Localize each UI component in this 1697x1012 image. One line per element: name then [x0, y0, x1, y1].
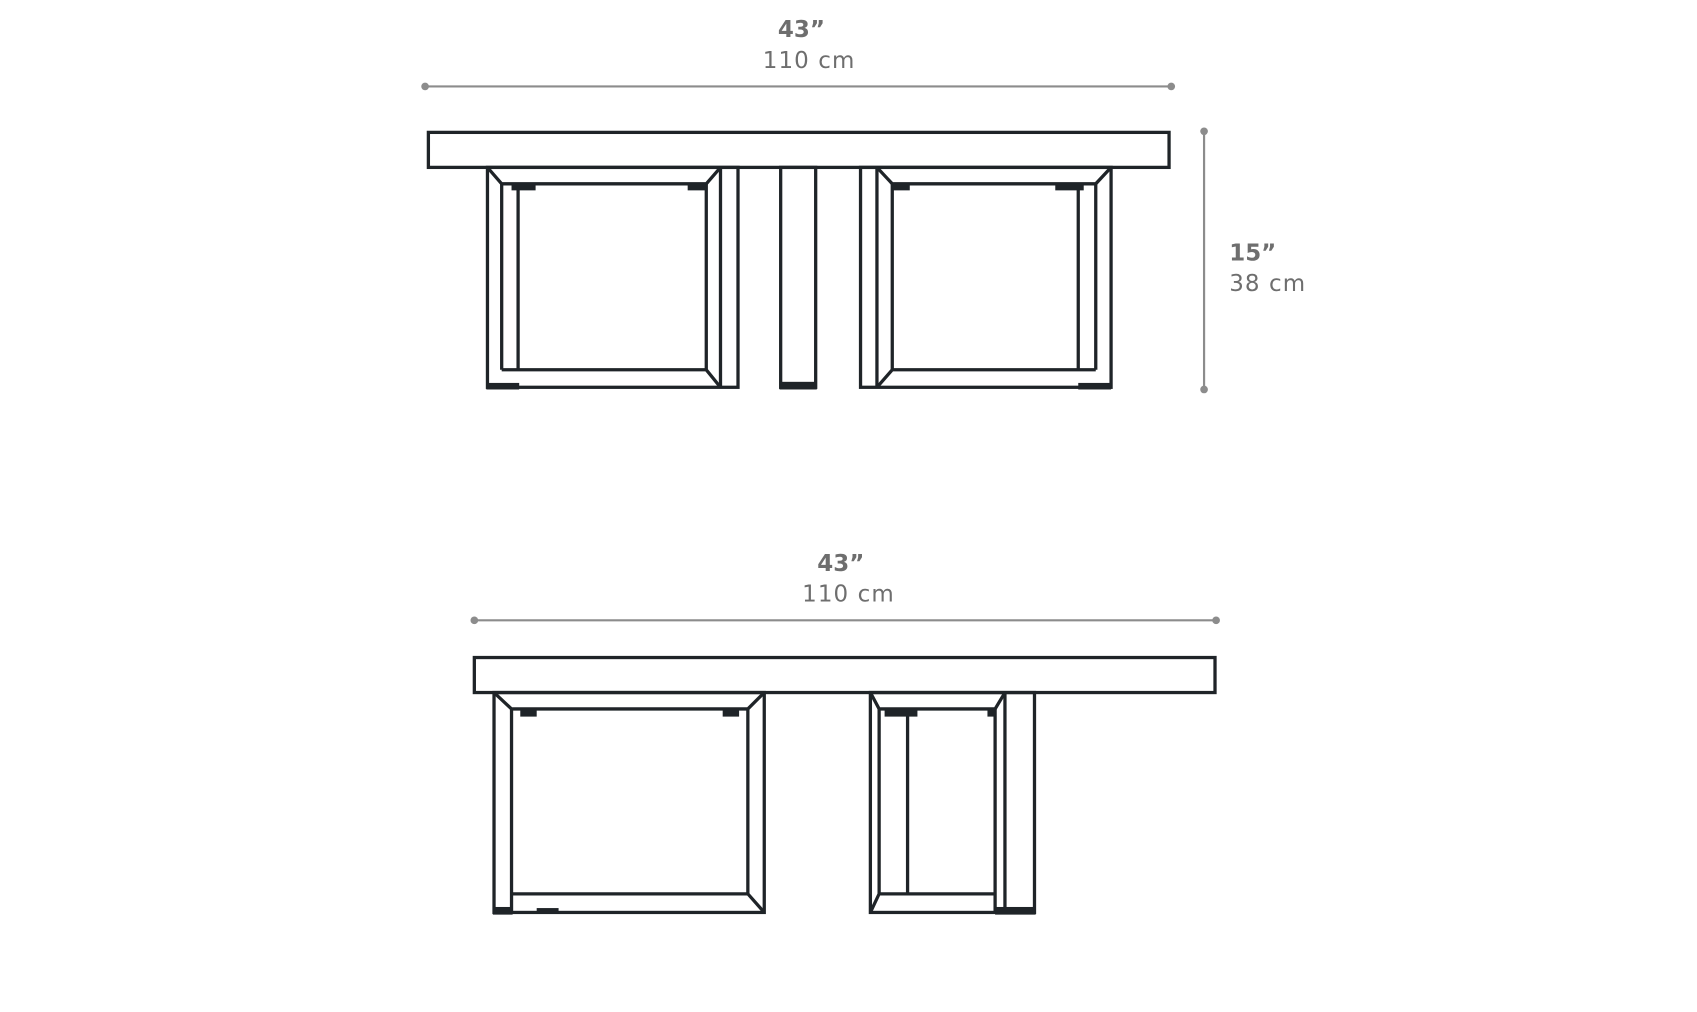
large-frame — [492, 690, 766, 915]
right-frame — [858, 165, 1113, 390]
top-width-cm: 110 cm — [763, 48, 856, 74]
height-dimension-line — [1200, 127, 1208, 394]
tabletop — [426, 130, 1171, 170]
height-inches: 15” — [1229, 240, 1276, 266]
tabletop — [472, 655, 1217, 695]
bottom-view: 43” 110 cm — [470, 551, 1220, 915]
top-view: 43” 110 cm 15” 38 cm — [421, 17, 1306, 394]
bottom-width-inches: 43” — [817, 551, 864, 577]
bottom-width-dimension-line — [470, 616, 1220, 625]
left-frame — [485, 165, 740, 390]
top-width-dimension-line — [421, 82, 1176, 91]
bottom-width-cm: 110 cm — [802, 582, 895, 608]
top-width-inches: 43” — [778, 17, 825, 43]
small-frame — [868, 690, 1037, 915]
center-leg — [779, 165, 818, 390]
height-cm: 38 cm — [1229, 271, 1306, 297]
